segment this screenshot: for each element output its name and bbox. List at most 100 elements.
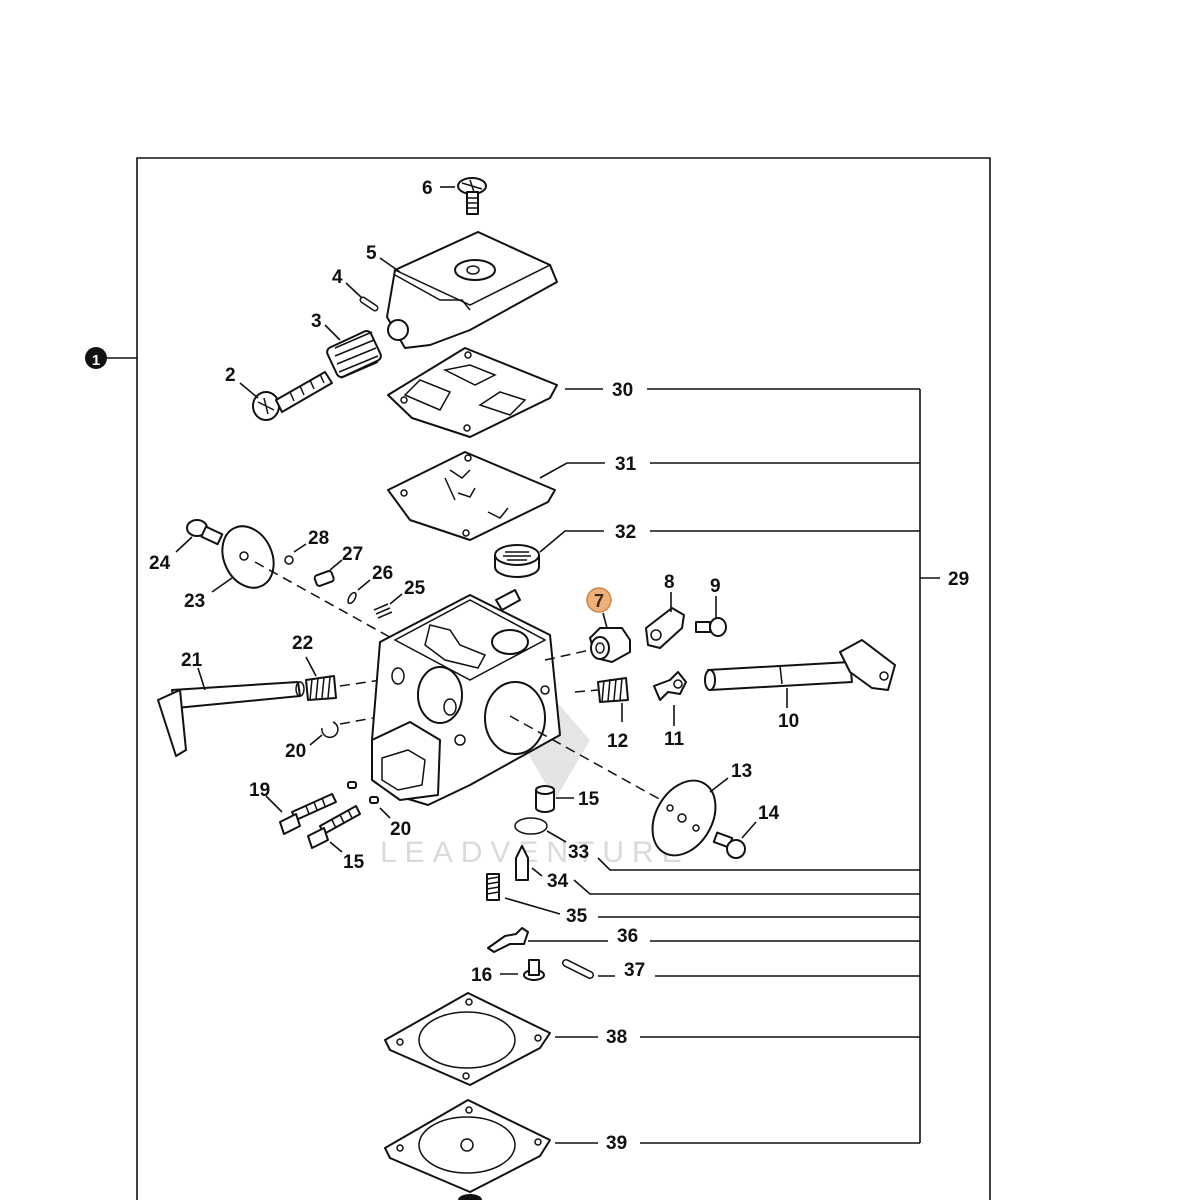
- callout-10[interactable]: 10: [778, 688, 799, 732]
- part-inlet-needle-36[interactable]: [515, 845, 529, 881]
- callout-31[interactable]: 29: [948, 569, 969, 590]
- callout-22[interactable]: 20: [285, 734, 323, 762]
- callout-29[interactable]: 27: [329, 544, 363, 571]
- svg-text:28: 28: [308, 528, 329, 549]
- callout-40[interactable]: 38: [555, 1027, 920, 1048]
- callout-36[interactable]: 34: [531, 867, 920, 895]
- callout-30[interactable]: 28: [293, 528, 329, 553]
- callout-21[interactable]: 19: [249, 780, 283, 813]
- part-throttle-shaft-10[interactable]: [704, 639, 896, 691]
- part-gasket-40[interactable]: [384, 992, 551, 1086]
- callout-16[interactable]: 16: [471, 965, 518, 986]
- callout-33[interactable]: 31: [539, 454, 920, 479]
- svg-text:33: 33: [568, 842, 589, 863]
- callout-32[interactable]: 30: [565, 380, 920, 401]
- callout-4[interactable]: 4: [332, 267, 363, 299]
- part-screw-2[interactable]: [252, 371, 333, 421]
- part-throttle-valve-13[interactable]: [640, 769, 728, 866]
- svg-text:39: 39: [606, 1133, 627, 1154]
- part-screw-6[interactable]: [457, 177, 487, 215]
- svg-text:37: 37: [624, 960, 645, 981]
- svg-text:14: 14: [758, 803, 780, 824]
- callout-7-highlighted[interactable]: 7: [586, 587, 612, 629]
- callout-41[interactable]: 39: [555, 1133, 920, 1154]
- axis-line: [254, 561, 396, 641]
- part-strainer-34[interactable]: [494, 544, 540, 578]
- part-lever-8[interactable]: [645, 607, 685, 649]
- part-spring-27[interactable]: [373, 603, 393, 619]
- part-sleeve-29[interactable]: [313, 570, 335, 587]
- callout-27[interactable]: 25: [389, 578, 426, 605]
- axis-line: [509, 715, 671, 806]
- svg-text:12: 12: [607, 731, 628, 752]
- callout-37[interactable]: 35: [504, 897, 920, 927]
- svg-text:29: 29: [948, 569, 969, 590]
- part-clip-11[interactable]: [653, 671, 687, 701]
- callout-25[interactable]: 23: [184, 577, 233, 612]
- callout-14[interactable]: 14: [741, 803, 780, 839]
- part-gasket-32[interactable]: [387, 347, 558, 438]
- svg-text:4: 4: [332, 267, 343, 288]
- part-choke-shaft-23[interactable]: [157, 681, 305, 757]
- callout-20[interactable]: 20: [379, 807, 411, 840]
- callout-38[interactable]: 36: [528, 926, 920, 947]
- callout-5[interactable]: 5: [366, 243, 401, 273]
- callout-15[interactable]: 15: [556, 789, 600, 810]
- callout-9[interactable]: 9: [710, 576, 721, 618]
- part-circlip-22[interactable]: [321, 721, 339, 739]
- callout-28[interactable]: 26: [357, 563, 393, 591]
- assembly-callout[interactable]: 1: [85, 347, 137, 369]
- part-adjusting-screw-19[interactable]: [307, 805, 361, 849]
- svg-text:3: 3: [311, 311, 322, 332]
- callout-8[interactable]: 8: [664, 572, 675, 612]
- assembly-frame: [136, 157, 991, 1200]
- part-spring-24[interactable]: [305, 675, 337, 701]
- callout-39[interactable]: 37: [598, 960, 920, 981]
- callout-34[interactable]: 32: [539, 522, 920, 553]
- part-ball-30[interactable]: [284, 555, 294, 565]
- svg-text:38: 38: [606, 1027, 627, 1048]
- part-sleeve-7[interactable]: [589, 627, 631, 663]
- callout-6[interactable]: 6: [422, 178, 455, 199]
- callout-19[interactable]: 15: [329, 841, 365, 873]
- svg-text:15: 15: [343, 852, 365, 873]
- part-inlet-lever-38[interactable]: [487, 927, 529, 953]
- callout-12[interactable]: 12: [607, 703, 628, 752]
- svg-text:27: 27: [342, 544, 363, 565]
- axis-line: [544, 649, 591, 661]
- part-pin-39[interactable]: [562, 959, 594, 979]
- axis-line: [574, 689, 599, 693]
- part-pump-cover-5[interactable]: [386, 231, 558, 349]
- parts-set-bracket: [919, 389, 940, 1143]
- callout-13[interactable]: 13: [709, 761, 752, 793]
- callout-2[interactable]: 2: [225, 365, 259, 399]
- part-cap-20[interactable]: [347, 781, 379, 804]
- part-spring-3[interactable]: [325, 329, 382, 379]
- svg-text:30: 30: [612, 380, 633, 401]
- svg-text:19: 19: [249, 780, 270, 801]
- callout-3[interactable]: 3: [311, 311, 341, 341]
- part-diaphragm-33[interactable]: [387, 451, 556, 541]
- callout-26[interactable]: 24: [149, 536, 193, 574]
- part-screw-26[interactable]: [186, 519, 224, 546]
- part-diaphragm-41[interactable]: [384, 1099, 551, 1193]
- part-screw-9[interactable]: [695, 617, 727, 637]
- callout-24[interactable]: 22: [292, 633, 317, 677]
- part-spring-12[interactable]: [597, 677, 629, 703]
- svg-text:16: 16: [471, 965, 492, 986]
- part-screw-14[interactable]: [712, 831, 746, 859]
- part-ring-28[interactable]: [346, 591, 357, 605]
- part-cap-15[interactable]: [535, 785, 555, 813]
- part-pin-4[interactable]: [359, 296, 379, 312]
- callout-11[interactable]: 11: [664, 705, 685, 750]
- part-adjusting-screw-21[interactable]: [279, 793, 337, 835]
- part-screw-16[interactable]: [523, 959, 545, 981]
- svg-text:20: 20: [285, 741, 306, 762]
- carburetor-body: [371, 589, 561, 806]
- svg-text:23: 23: [184, 591, 205, 612]
- part-choke-valve-25[interactable]: [213, 518, 284, 596]
- callout-35[interactable]: 33: [546, 830, 920, 871]
- part-spring-37[interactable]: [486, 873, 500, 901]
- part-o-ring-35[interactable]: [514, 817, 548, 835]
- callout-23[interactable]: 21: [181, 650, 206, 691]
